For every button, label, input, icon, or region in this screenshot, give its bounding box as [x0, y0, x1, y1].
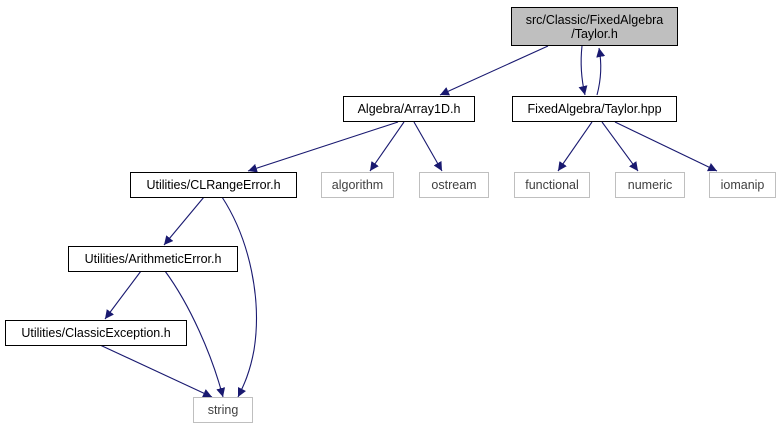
edge-classicexception-to-string	[99, 344, 213, 398]
node-clrangeerror-label: Utilities/CLRangeError.h	[146, 178, 281, 192]
node-classicexception-label: Utilities/ClassicException.h	[21, 326, 171, 340]
node-ostream-label: ostream	[431, 178, 477, 192]
node-algorithm-label: algorithm	[331, 178, 384, 192]
node-ostream[interactable]: ostream	[419, 172, 489, 198]
node-arithmeticerror-label: Utilities/ArithmeticError.h	[84, 252, 222, 266]
node-root-taylor-h[interactable]: src/Classic/FixedAlgebra /Taylor.h	[511, 7, 678, 46]
node-taylor-hpp-label: FixedAlgebra/Taylor.hpp	[527, 102, 662, 116]
node-functional[interactable]: functional	[514, 172, 590, 198]
edge-arithmeticerror-to-string	[164, 270, 226, 398]
node-iomanip[interactable]: iomanip	[709, 172, 776, 198]
node-string[interactable]: string	[193, 397, 253, 423]
node-array1d[interactable]: Algebra/Array1D.h	[343, 96, 475, 122]
node-functional-label: functional	[525, 178, 579, 192]
edge-arithmeticerror-to-classicexception	[104, 270, 142, 320]
node-clrangeerror[interactable]: Utilities/CLRangeError.h	[130, 172, 297, 198]
node-root-line1: src/Classic/FixedAlgebra	[525, 12, 664, 27]
edge-taylor-hpp-to-root	[596, 47, 606, 96]
node-iomanip-label: iomanip	[720, 178, 765, 192]
node-string-label: string	[207, 403, 239, 417]
edge-taylor-hpp-to-functional	[557, 121, 593, 172]
node-taylor-hpp[interactable]: FixedAlgebra/Taylor.hpp	[512, 96, 677, 122]
edge-clrangeerror-to-string	[221, 196, 257, 398]
edge-root-to-taylor-hpp	[578, 45, 588, 96]
node-numeric-label: numeric	[627, 178, 673, 192]
node-array1d-label: Algebra/Array1D.h	[357, 102, 461, 116]
edge-array1d-to-ostream	[413, 121, 443, 172]
edge-clrangeerror-to-arithmeticerror	[163, 196, 205, 246]
node-classicexception[interactable]: Utilities/ClassicException.h	[5, 320, 187, 346]
edge-taylor-hpp-to-numeric	[601, 121, 639, 172]
node-root-line2: /Taylor.h	[571, 26, 618, 41]
edge-root-to-array1d	[439, 45, 549, 96]
edge-array1d-to-algorithm	[369, 121, 405, 172]
node-arithmeticerror[interactable]: Utilities/ArithmeticError.h	[68, 246, 238, 272]
node-algorithm[interactable]: algorithm	[321, 172, 394, 198]
edge-taylor-hpp-to-iomanip	[614, 121, 718, 172]
edge-array1d-to-clrangeerror	[247, 121, 399, 173]
node-numeric[interactable]: numeric	[615, 172, 685, 198]
